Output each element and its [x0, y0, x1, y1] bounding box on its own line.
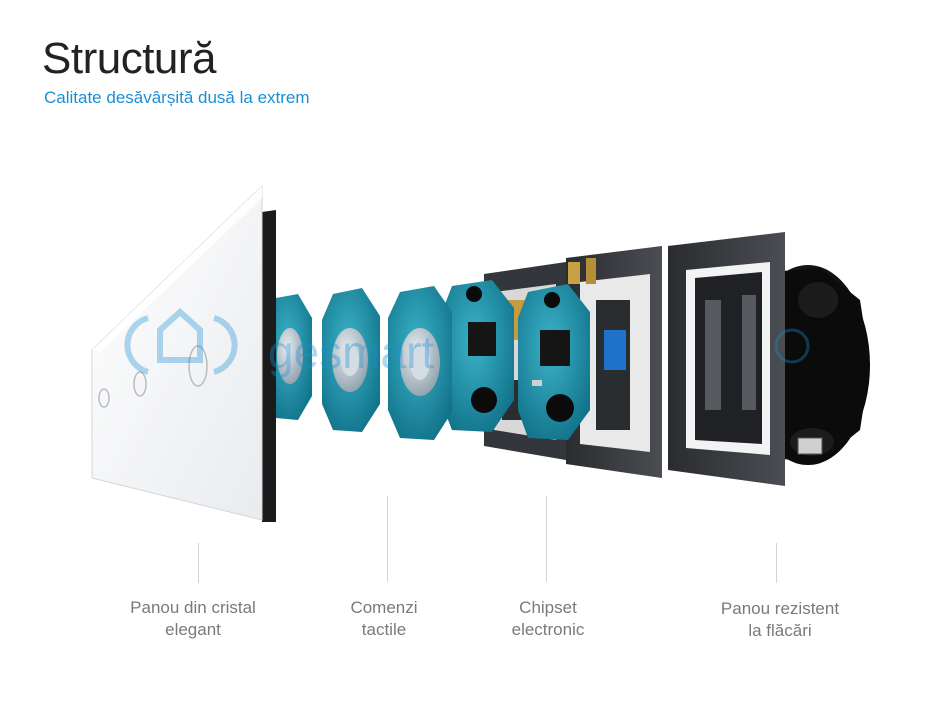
caption-electronic-chipset: Chipset electronic: [511, 598, 585, 639]
page-title: Structură: [42, 34, 217, 83]
leader-line-touch-controls: [387, 496, 388, 582]
touch-button-3: [188, 345, 208, 387]
touch-button-1: [98, 388, 110, 408]
chipset-board-2: [518, 284, 590, 440]
leader-line-chipset: [546, 496, 547, 582]
glass-panel: [91, 184, 276, 522]
touch-board-2: [322, 288, 380, 432]
touch-board-1: [268, 294, 312, 420]
leader-line-glass-panel: [198, 543, 199, 583]
fire-resistant-frame-front: [566, 246, 662, 478]
leader-line-fire-panel: [776, 543, 777, 583]
page-subtitle: Calitate desăvârșită dusă la extrem: [44, 88, 310, 107]
watermark-text: gesmart: [268, 326, 434, 378]
caption-fire-resistant-panel: Panou rezistent la flăcări: [720, 599, 840, 640]
touch-button-2: [133, 371, 147, 397]
caption-glass-panel: Panou din cristal elegant: [130, 598, 256, 639]
caption-touch-controls: Comenzi tactile: [350, 598, 418, 639]
chipset-board-1: [442, 280, 514, 432]
watermark: gesmart: [124, 307, 810, 378]
touch-board-3: [388, 286, 452, 440]
fire-resistant-frame-back: [668, 232, 785, 486]
wifi-house-logo-icon: [124, 307, 238, 375]
